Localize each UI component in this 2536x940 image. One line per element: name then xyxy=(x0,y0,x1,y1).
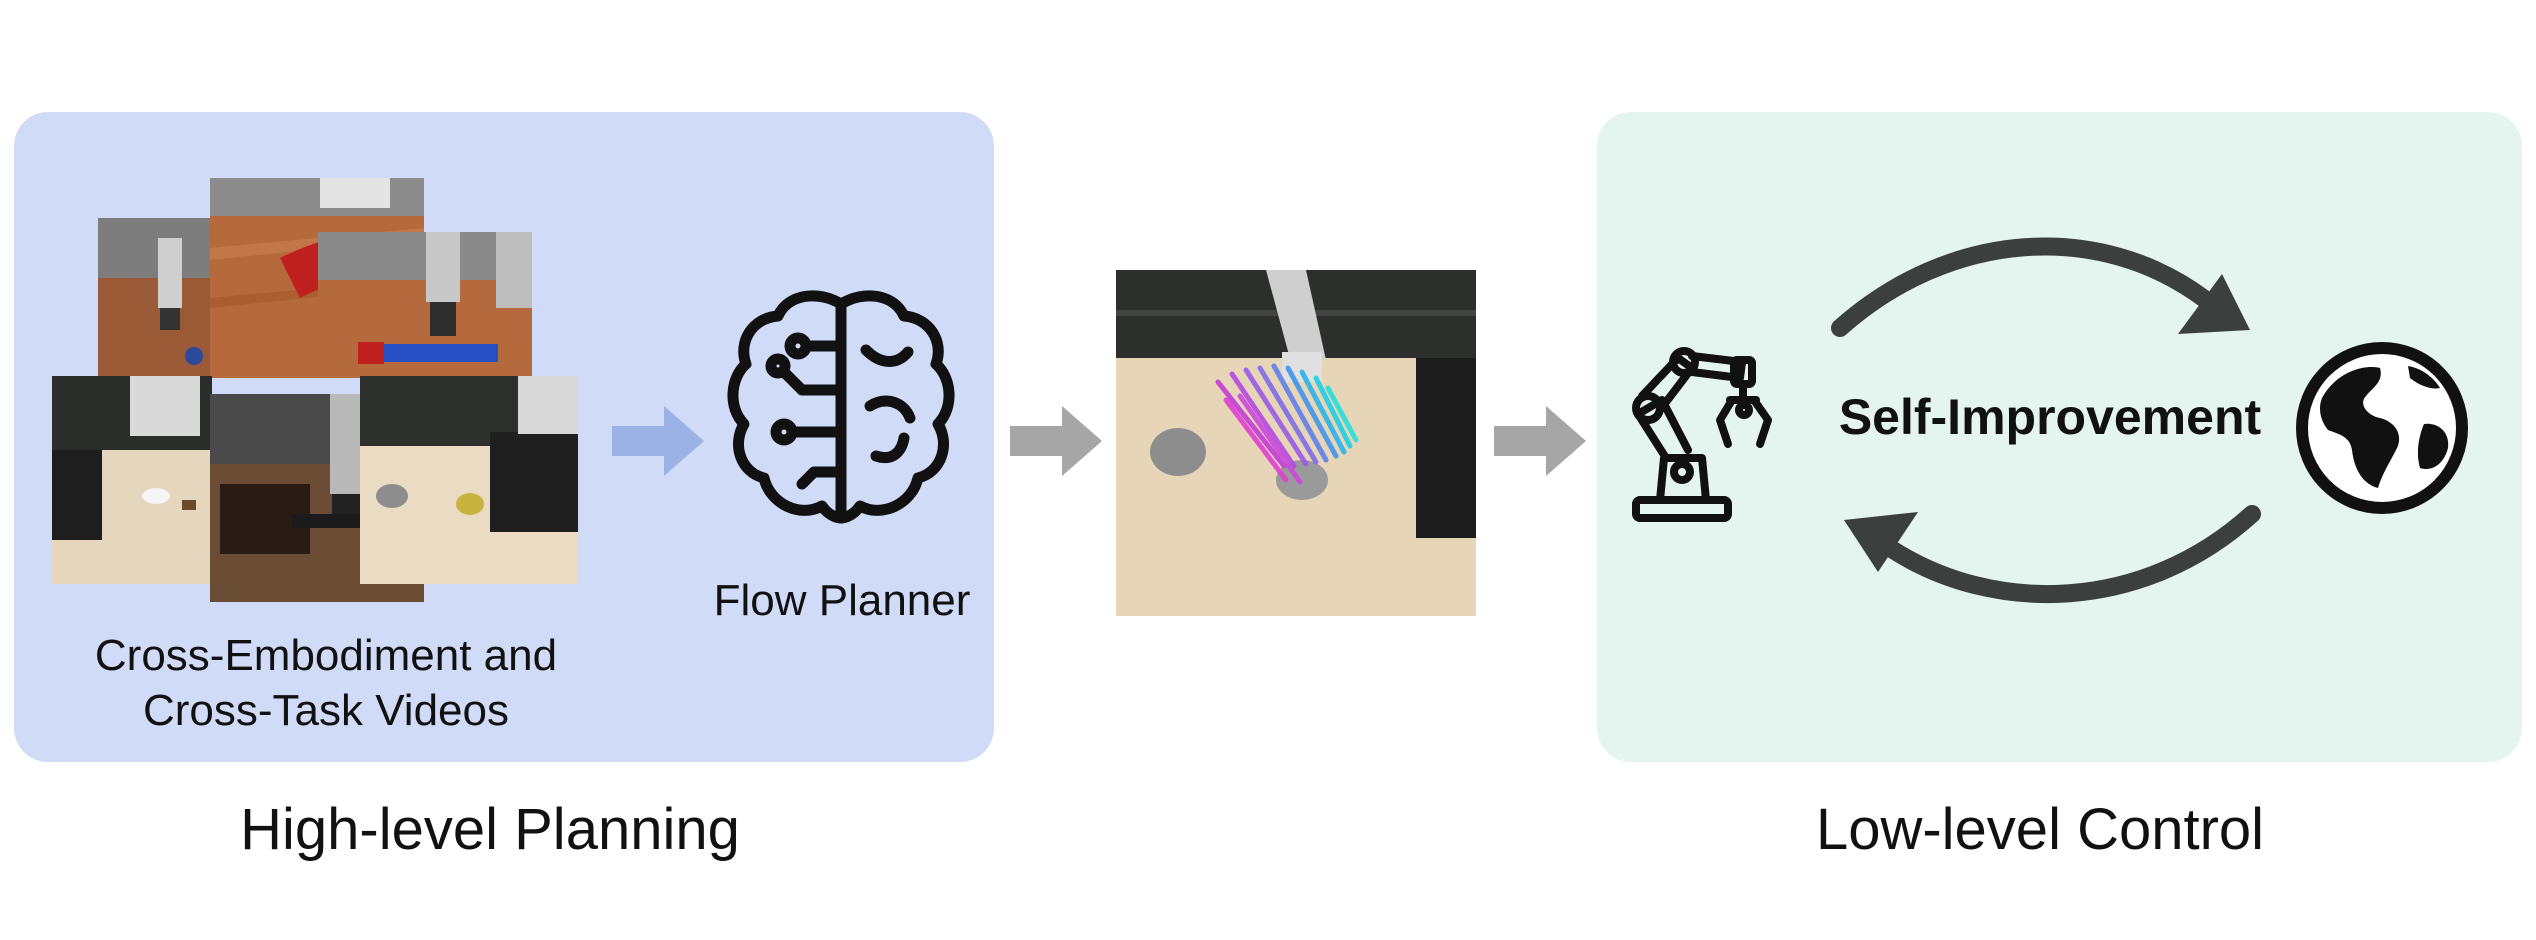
videos-label: Cross-Embodiment and Cross-Task Videos xyxy=(94,631,558,735)
video-frame-kitchen-mugs xyxy=(360,376,578,584)
video-frame-gray-scene xyxy=(98,218,210,376)
gray-arrow-1 xyxy=(1010,404,1104,478)
robot-arm-icon xyxy=(1622,340,1812,528)
video-frame-blue-block xyxy=(318,232,532,378)
low-level-control-title: Low-level Control xyxy=(1815,797,2265,862)
video-frame-kitchen-left xyxy=(52,376,212,584)
self-improvement-label: Self-Improvement xyxy=(1838,389,2262,445)
video-frame-drawer xyxy=(210,394,424,602)
flow-planner-label: Flow Planner xyxy=(713,576,971,625)
flow-prediction-image xyxy=(1116,270,1476,616)
cycle-arrow-top xyxy=(1830,230,2260,350)
brain-icon xyxy=(726,286,956,530)
cycle-arrow-bottom xyxy=(1834,494,2264,614)
globe-icon xyxy=(2292,338,2472,518)
gray-arrow-2 xyxy=(1494,404,1588,478)
high-level-planning-title: High-level Planning xyxy=(240,797,740,862)
blue-arrow xyxy=(612,404,706,478)
